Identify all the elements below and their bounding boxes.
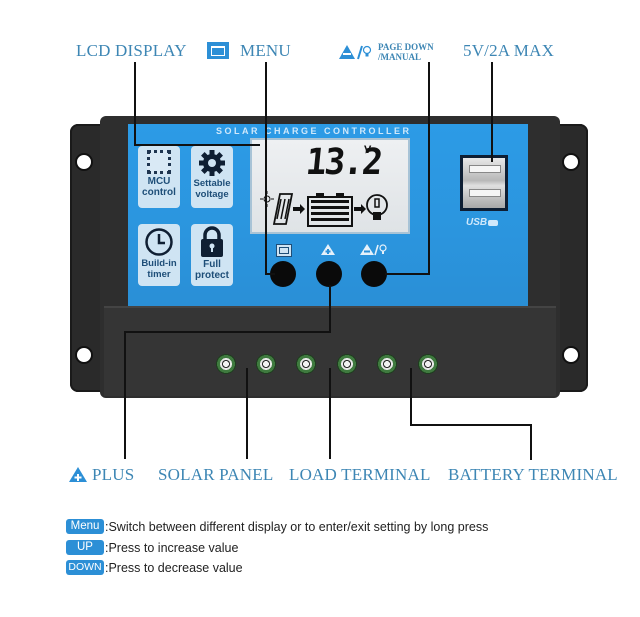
plus-callout: PLUS xyxy=(92,465,135,484)
feature-label: protect xyxy=(195,270,229,281)
leader-line xyxy=(385,273,430,275)
down-bulb-icon xyxy=(359,243,387,261)
leader-line xyxy=(329,285,331,332)
feature-label: MCU xyxy=(147,176,171,187)
mounting-hole xyxy=(562,153,580,171)
up-badge: UP xyxy=(66,540,104,555)
leader-line xyxy=(134,62,136,144)
solar-panel-callout: SOLAR PANEL xyxy=(158,465,274,484)
arrow-icon xyxy=(293,204,305,214)
clock-icon xyxy=(144,227,174,257)
lcd-display-callout: LCD DISPLAY xyxy=(76,41,187,60)
lock-icon xyxy=(197,226,227,258)
lcd-flow-diagram xyxy=(260,190,400,233)
usb-port[interactable] xyxy=(460,155,508,211)
arrow-icon xyxy=(354,204,366,214)
usb-label: USB xyxy=(466,217,499,228)
legend-row-menu: Menu :Switch between different display o… xyxy=(66,519,488,534)
feature-settable-voltage: Settable voltage xyxy=(191,146,233,208)
leader-line xyxy=(124,331,126,459)
menu-callout: MENU xyxy=(240,41,291,60)
battery-icon xyxy=(307,193,353,227)
leader-line xyxy=(124,331,331,333)
battery-terminal-callout: BATTERY TERMINAL xyxy=(448,465,618,484)
up-button[interactable] xyxy=(316,261,342,287)
leader-line xyxy=(246,368,248,459)
bulb-icon xyxy=(366,194,388,220)
leader-line xyxy=(265,273,275,275)
leader-line xyxy=(329,368,331,459)
leader-line xyxy=(410,368,412,426)
leader-line xyxy=(530,424,532,460)
usb-max-callout: 5V/2A MAX xyxy=(463,41,555,60)
down-badge: DOWN xyxy=(66,560,104,575)
feature-label: timer xyxy=(147,269,171,280)
legend-row-down: DOWN :Press to decrease value xyxy=(66,560,243,575)
load-terminal-callout: LOAD TERMINAL xyxy=(289,465,431,484)
plus-icon xyxy=(68,466,88,488)
terminal-screw-battery-negative xyxy=(418,354,438,374)
feature-label: voltage xyxy=(195,189,229,200)
down-manual-button[interactable] xyxy=(361,261,387,287)
terminal-screw-load-positive xyxy=(296,354,316,374)
usb-label-text: USB xyxy=(466,217,488,228)
feature-label: Build-in xyxy=(141,258,177,269)
gear-icon xyxy=(197,148,227,178)
terminal-screw-solar-positive xyxy=(216,354,236,374)
panel-title: SOLAR CHARGE CONTROLLER xyxy=(216,126,412,136)
feature-build-in-timer: Build-in timer xyxy=(138,224,180,286)
feature-mcu-control: MCU control xyxy=(138,146,180,208)
legend-description: :Press to increase value xyxy=(105,540,239,555)
up-triangle-icon xyxy=(320,243,336,261)
page-down-callout-line2: /MANUAL xyxy=(378,52,421,62)
feature-label: Settable xyxy=(193,178,231,189)
terminal-screw-solar-negative xyxy=(256,354,276,374)
mounting-hole xyxy=(75,153,93,171)
legend-row-up: UP :Press to increase value xyxy=(66,540,238,555)
sun-icon xyxy=(260,191,274,207)
legend-description: :Press to decrease value xyxy=(105,560,243,575)
leader-line xyxy=(491,62,493,162)
legend-description: :Switch between different display or to … xyxy=(105,519,489,534)
leader-line xyxy=(134,144,260,146)
menu-icon xyxy=(276,244,292,257)
feature-label: Full xyxy=(203,259,221,270)
terminal-screw-load-negative xyxy=(337,354,357,374)
mounting-hole xyxy=(75,346,93,364)
lcd-unit: V xyxy=(364,144,372,156)
usb-plug-icon xyxy=(488,219,499,226)
page-down-callout-line1: PAGE DOWN xyxy=(378,42,434,52)
feature-full-protect: Full protect xyxy=(191,224,233,286)
menu-icon xyxy=(207,42,229,59)
page-down-icon xyxy=(338,43,374,66)
chip-icon xyxy=(147,150,171,174)
menu-badge: Menu xyxy=(66,519,104,534)
leader-line xyxy=(410,424,532,426)
leader-line xyxy=(428,62,430,274)
feature-label: control xyxy=(142,187,176,198)
leader-line xyxy=(265,62,267,274)
terminal-screw-battery-positive xyxy=(377,354,397,374)
lcd-screen: 13.2 V xyxy=(250,138,410,234)
mounting-hole xyxy=(562,346,580,364)
solar-panel-icon xyxy=(272,193,294,225)
